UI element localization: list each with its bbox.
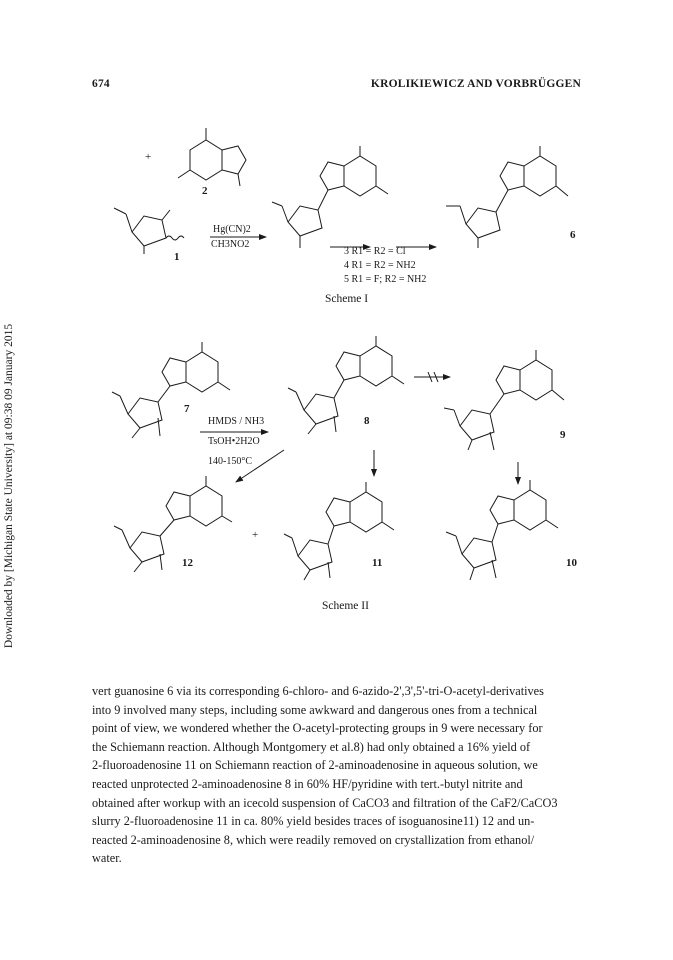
body-paragraph: vert guanosine 6 via its corresponding 6… bbox=[92, 682, 578, 868]
page-number: 674 bbox=[92, 78, 110, 90]
reagent-tsoh: TsOH•2H2O bbox=[208, 436, 260, 447]
body-line: water. bbox=[92, 851, 122, 866]
nucleotide-6 bbox=[446, 146, 569, 248]
reagent-hgcn2: Hg(CN)2 bbox=[213, 224, 251, 235]
triacetyl-nucleoside-9 bbox=[443, 350, 565, 451]
body-line: reacted 2-aminoadenosine 8, which were r… bbox=[92, 832, 535, 847]
isoguanosine-12 bbox=[113, 476, 233, 573]
diaminopurine-riboside-8 bbox=[287, 336, 405, 435]
reagent-temperature: 140-150°C bbox=[208, 456, 252, 467]
definition-5: 5 R1 = F; R2 = NH2 bbox=[344, 274, 426, 285]
label-compound-1: 1 bbox=[174, 251, 180, 263]
definition-3: 3 R1 = R2 = Cl bbox=[344, 246, 406, 257]
triacetyl-fluoroadenosine-10 bbox=[445, 480, 559, 581]
guanosine-7 bbox=[111, 342, 231, 439]
body-line: point of view, we wondered whether the O… bbox=[92, 721, 543, 736]
definition-4: 4 R1 = R2 = NH2 bbox=[344, 260, 416, 271]
body-line: vert guanosine 6 via its corresponding 6… bbox=[92, 684, 544, 698]
running-head: KROLIKIEWICZ AND VORBRÜGGEN bbox=[370, 78, 581, 90]
scheme-2-caption: Scheme II bbox=[322, 600, 369, 612]
label-compound-10: 10 bbox=[566, 557, 578, 569]
label-compound-11: 11 bbox=[372, 557, 382, 569]
sugar-1 bbox=[113, 207, 185, 254]
label-compound-8: 8 bbox=[364, 415, 370, 427]
fluoroadenosine-11 bbox=[283, 482, 395, 581]
reagent-ch3no2: CH3NO2 bbox=[211, 239, 249, 250]
purine-2 bbox=[177, 128, 247, 187]
body-line: slurry 2-fluoroadenosine 11 in ca. 80% y… bbox=[92, 814, 535, 829]
plus-sign-scheme2: + bbox=[252, 529, 258, 541]
reagent-hmds: HMDS / NH3 bbox=[208, 416, 264, 427]
body-line: 2-fluoroadenosine 11 on Schiemann reacti… bbox=[92, 758, 538, 773]
body-line: into 9 involved many steps, including so… bbox=[92, 702, 538, 717]
plus-sign-scheme1: + bbox=[145, 151, 151, 163]
label-compound-9: 9 bbox=[560, 429, 566, 441]
body-line: reacted unprotected 2-aminoadenosine 8 i… bbox=[92, 776, 523, 791]
label-compound-12: 12 bbox=[182, 557, 194, 569]
scheme-1-caption: Scheme I bbox=[325, 293, 369, 305]
label-compound-2: 2 bbox=[202, 185, 208, 197]
nucleoside-3 bbox=[271, 146, 389, 248]
label-compound-7: 7 bbox=[184, 403, 190, 415]
body-line: obtained after workup with an icecold su… bbox=[92, 795, 558, 810]
body-line: the Schiemann reaction. Although Montgom… bbox=[92, 739, 531, 754]
label-compound-6: 6 bbox=[570, 229, 576, 241]
